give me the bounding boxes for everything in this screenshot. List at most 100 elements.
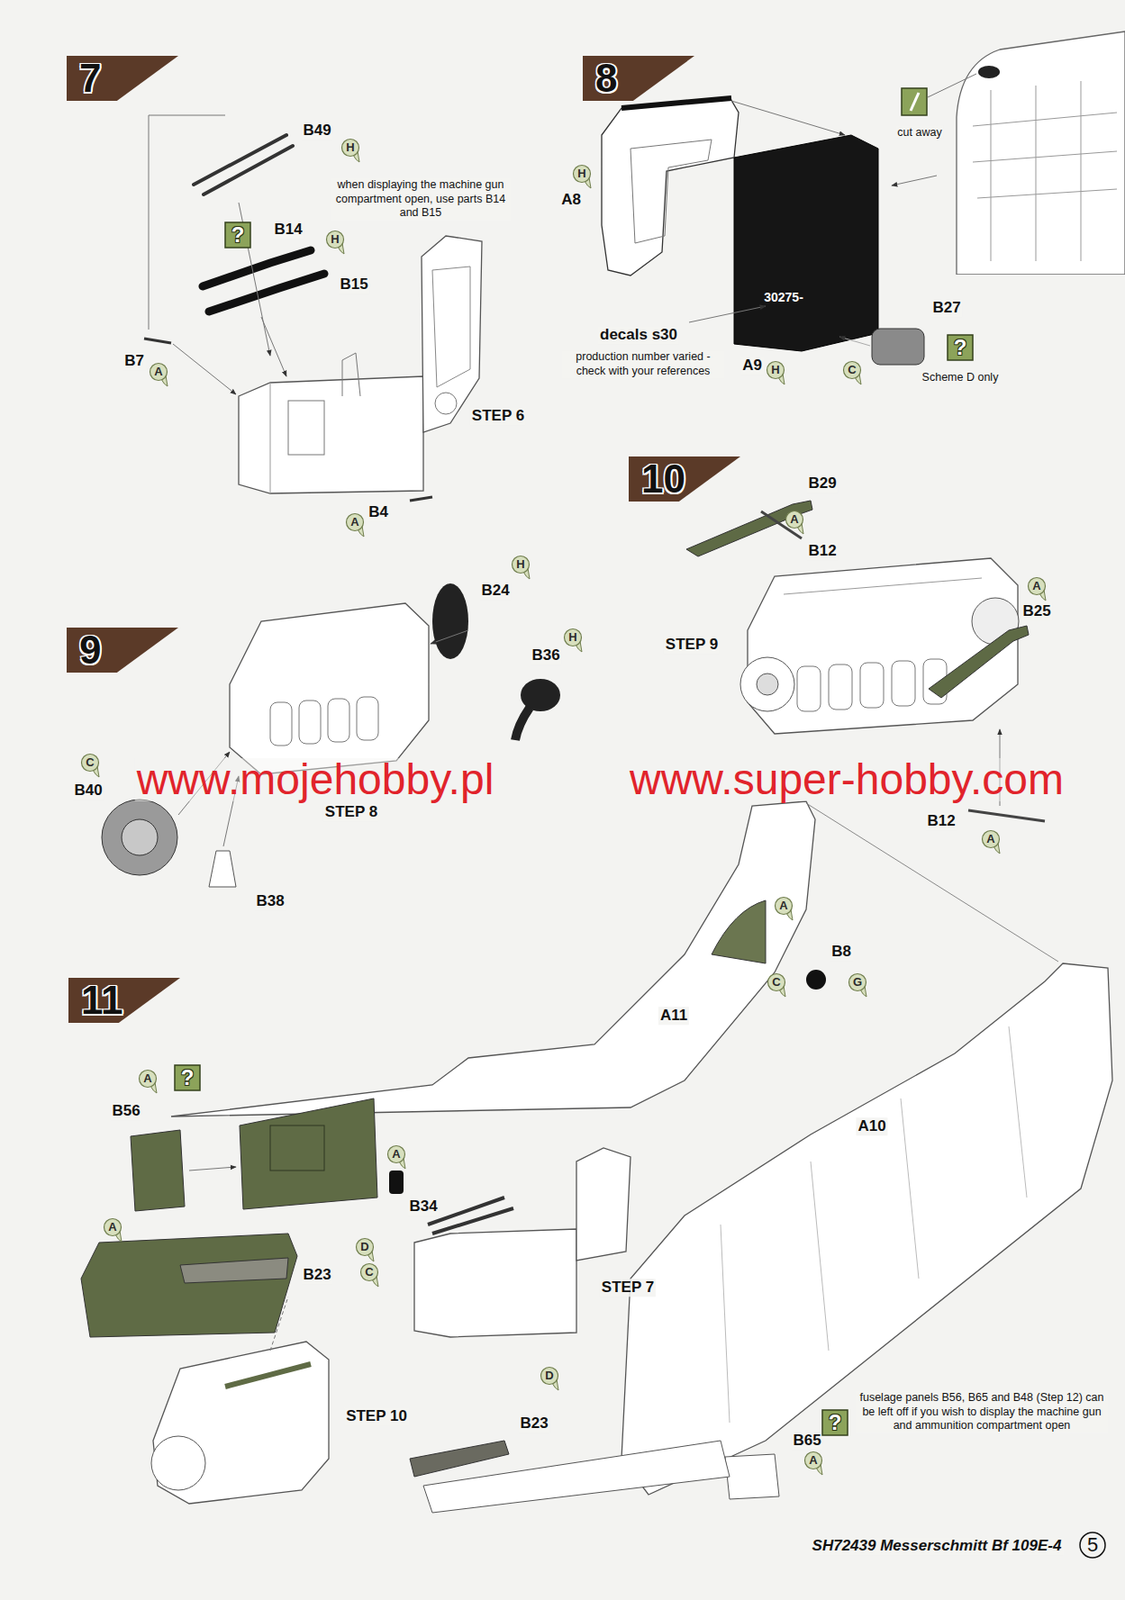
interior-parts	[576, 1148, 631, 1262]
node-text: A	[350, 516, 359, 528]
node-text: H	[771, 363, 780, 376]
paint-drop	[573, 165, 591, 183]
paint-drop	[768, 974, 786, 992]
paint-code: H	[571, 163, 593, 190]
node-text: A	[143, 1072, 152, 1085]
cockpit-tub	[421, 235, 482, 433]
part-number: B65	[790, 1432, 823, 1451]
paint-drop	[849, 974, 867, 992]
interior-parts	[389, 1170, 404, 1195]
paint-drop	[346, 514, 364, 532]
engine-with-mounts	[783, 578, 982, 595]
part-number: B12	[806, 542, 838, 561]
watermark: www.mojehobby.pl	[135, 758, 497, 802]
paint-code: C	[841, 360, 863, 386]
fuselage-halves	[806, 970, 826, 990]
cockpit-tub	[238, 235, 482, 501]
interior-parts	[414, 1229, 577, 1338]
step-reference: STEP 7	[599, 1279, 656, 1298]
paint-drop	[388, 1146, 406, 1164]
paint-code: A	[344, 512, 366, 538]
machine-gun-parts	[208, 273, 325, 312]
machine-gun-parts	[172, 344, 236, 395]
step-reference: STEP 6	[470, 407, 527, 426]
engine-parts	[121, 819, 158, 856]
node-text: ?	[828, 1412, 843, 1434]
engine-parts	[299, 700, 321, 744]
engine-with-mounts	[828, 664, 853, 710]
node-text: ?	[181, 1067, 195, 1089]
paint-code: A	[147, 362, 170, 388]
paint-drop	[356, 1239, 374, 1257]
paint-code: A	[385, 1144, 408, 1171]
part-number: B40	[72, 781, 104, 800]
decal-reference: decals s30	[598, 326, 680, 345]
step-reference: STEP 10	[344, 1407, 409, 1426]
part-number: B8	[829, 943, 853, 962]
cockpit-tub	[435, 392, 457, 415]
oil-tank-parts	[871, 328, 925, 365]
paint-drop	[512, 556, 530, 574]
node-text: 11	[81, 980, 124, 1021]
step-flag: 7	[66, 55, 179, 101]
step-flag: 8	[582, 55, 695, 101]
step-flag-shape	[68, 978, 181, 1024]
paint-drop	[564, 629, 582, 647]
paint-code: A	[136, 1069, 159, 1095]
page-number: 5	[1079, 1532, 1107, 1560]
engine-parts	[229, 603, 429, 775]
interior-parts	[151, 1436, 206, 1491]
node-text: 10	[641, 459, 686, 499]
engine-parts	[270, 702, 292, 746]
node-text: 9	[79, 630, 101, 671]
node-text: D	[544, 1369, 554, 1382]
fuselage-halves	[711, 900, 766, 964]
paint-code: A	[802, 1451, 825, 1477]
paint-code: H	[764, 360, 787, 386]
cut-away-symbol	[910, 92, 919, 111]
assembly-note: when displaying the machine gun compartm…	[330, 178, 511, 221]
oil-tank-parts	[731, 100, 845, 136]
interior-parts	[225, 1364, 311, 1388]
node-text: H	[577, 167, 586, 180]
cockpit-tub	[342, 353, 361, 397]
part-number: B29	[806, 474, 838, 493]
cockpit-tub	[432, 266, 471, 388]
paint-code: C	[765, 972, 788, 998]
part-number: A8	[559, 190, 583, 209]
node-text: H	[330, 233, 339, 245]
paint-drop	[541, 1368, 559, 1386]
node-text: A	[986, 833, 995, 845]
node-text: A	[154, 365, 163, 378]
oil-tank-parts	[839, 336, 871, 346]
engine-parts	[430, 630, 469, 645]
engine-with-mounts	[928, 626, 1029, 699]
paint-code: G	[846, 972, 869, 998]
part-number: B36	[529, 646, 562, 665]
part-number: B38	[254, 892, 286, 911]
oil-tank-parts	[621, 98, 732, 109]
node-text: G	[852, 976, 862, 989]
paint-code: H	[509, 554, 532, 581]
paint-drop	[786, 511, 804, 529]
node-text: C	[364, 1266, 373, 1279]
step-flag-shape	[66, 55, 179, 101]
engine-with-mounts	[747, 558, 1018, 735]
assembly-note: Scheme D only	[920, 371, 1001, 384]
interior-parts	[270, 1125, 325, 1171]
engine-with-mounts	[797, 659, 947, 712]
paint-code: H	[562, 627, 584, 654]
oil-tank-parts	[601, 97, 739, 276]
paint-drop	[805, 1452, 823, 1470]
part-number: B23	[300, 1266, 333, 1285]
part-number: A9	[740, 356, 764, 375]
fuselage-halves	[806, 803, 1059, 962]
paint-drop	[767, 362, 785, 380]
node-text: C	[847, 363, 856, 376]
badge-shape	[822, 1410, 848, 1436]
engine-inset	[972, 81, 1117, 262]
node-text: ?	[953, 336, 968, 359]
interior-parts	[239, 1098, 378, 1210]
node-text: H	[345, 141, 354, 154]
